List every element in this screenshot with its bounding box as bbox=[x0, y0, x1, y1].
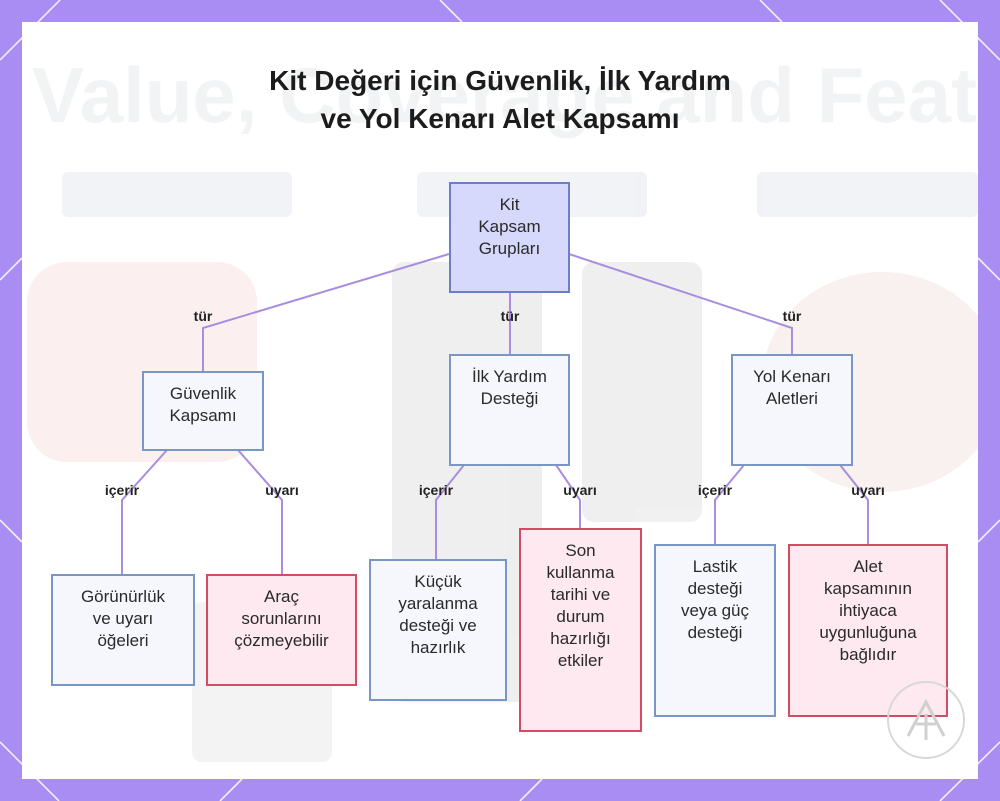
edge-root-yolkenari bbox=[568, 253, 793, 356]
edge-yolkenari-lastik bbox=[714, 464, 745, 544]
diagram-panel: Value, Coverage and Features Kit Değeri … bbox=[22, 22, 978, 779]
edge-guvenlik-arac bbox=[237, 449, 283, 574]
edge-label-tur-1: tür bbox=[193, 308, 213, 324]
edge-root-guvenlik bbox=[202, 253, 450, 371]
edge-guvenlik-gorunurluk bbox=[121, 449, 168, 574]
title-line-2: ve Yol Kenarı Alet Kapsamı bbox=[320, 103, 680, 134]
edge-ilkyardim-son bbox=[555, 464, 581, 528]
edge-label-uyari-1: uyarı bbox=[265, 482, 299, 498]
svg-text:Value, Coverage and Features: Value, Coverage and Features bbox=[32, 51, 978, 139]
edge-label-uyari-3: uyarı bbox=[851, 482, 885, 498]
edge-label-tur-3: tür bbox=[782, 308, 802, 324]
edge-label-uyari-2: uyarı bbox=[563, 482, 597, 498]
title-line-1: Kit Değeri için Güvenlik, İlk Yardım bbox=[269, 65, 731, 96]
edge-label-icerir-1: içerir bbox=[104, 482, 140, 498]
diagram-edges bbox=[121, 253, 869, 574]
edge-label-icerir-2: içerir bbox=[418, 482, 454, 498]
edge-label-tur-2: tür bbox=[500, 308, 520, 324]
edge-ilkyardim-kucuk bbox=[435, 464, 465, 559]
edge-label-icerir-3: içerir bbox=[697, 482, 733, 498]
diagram-title: Kit Değeri için Güvenlik, İlk Yardım ve … bbox=[22, 62, 978, 138]
edge-yolkenari-alet bbox=[839, 464, 869, 544]
watermark-logo-icon bbox=[887, 681, 965, 759]
